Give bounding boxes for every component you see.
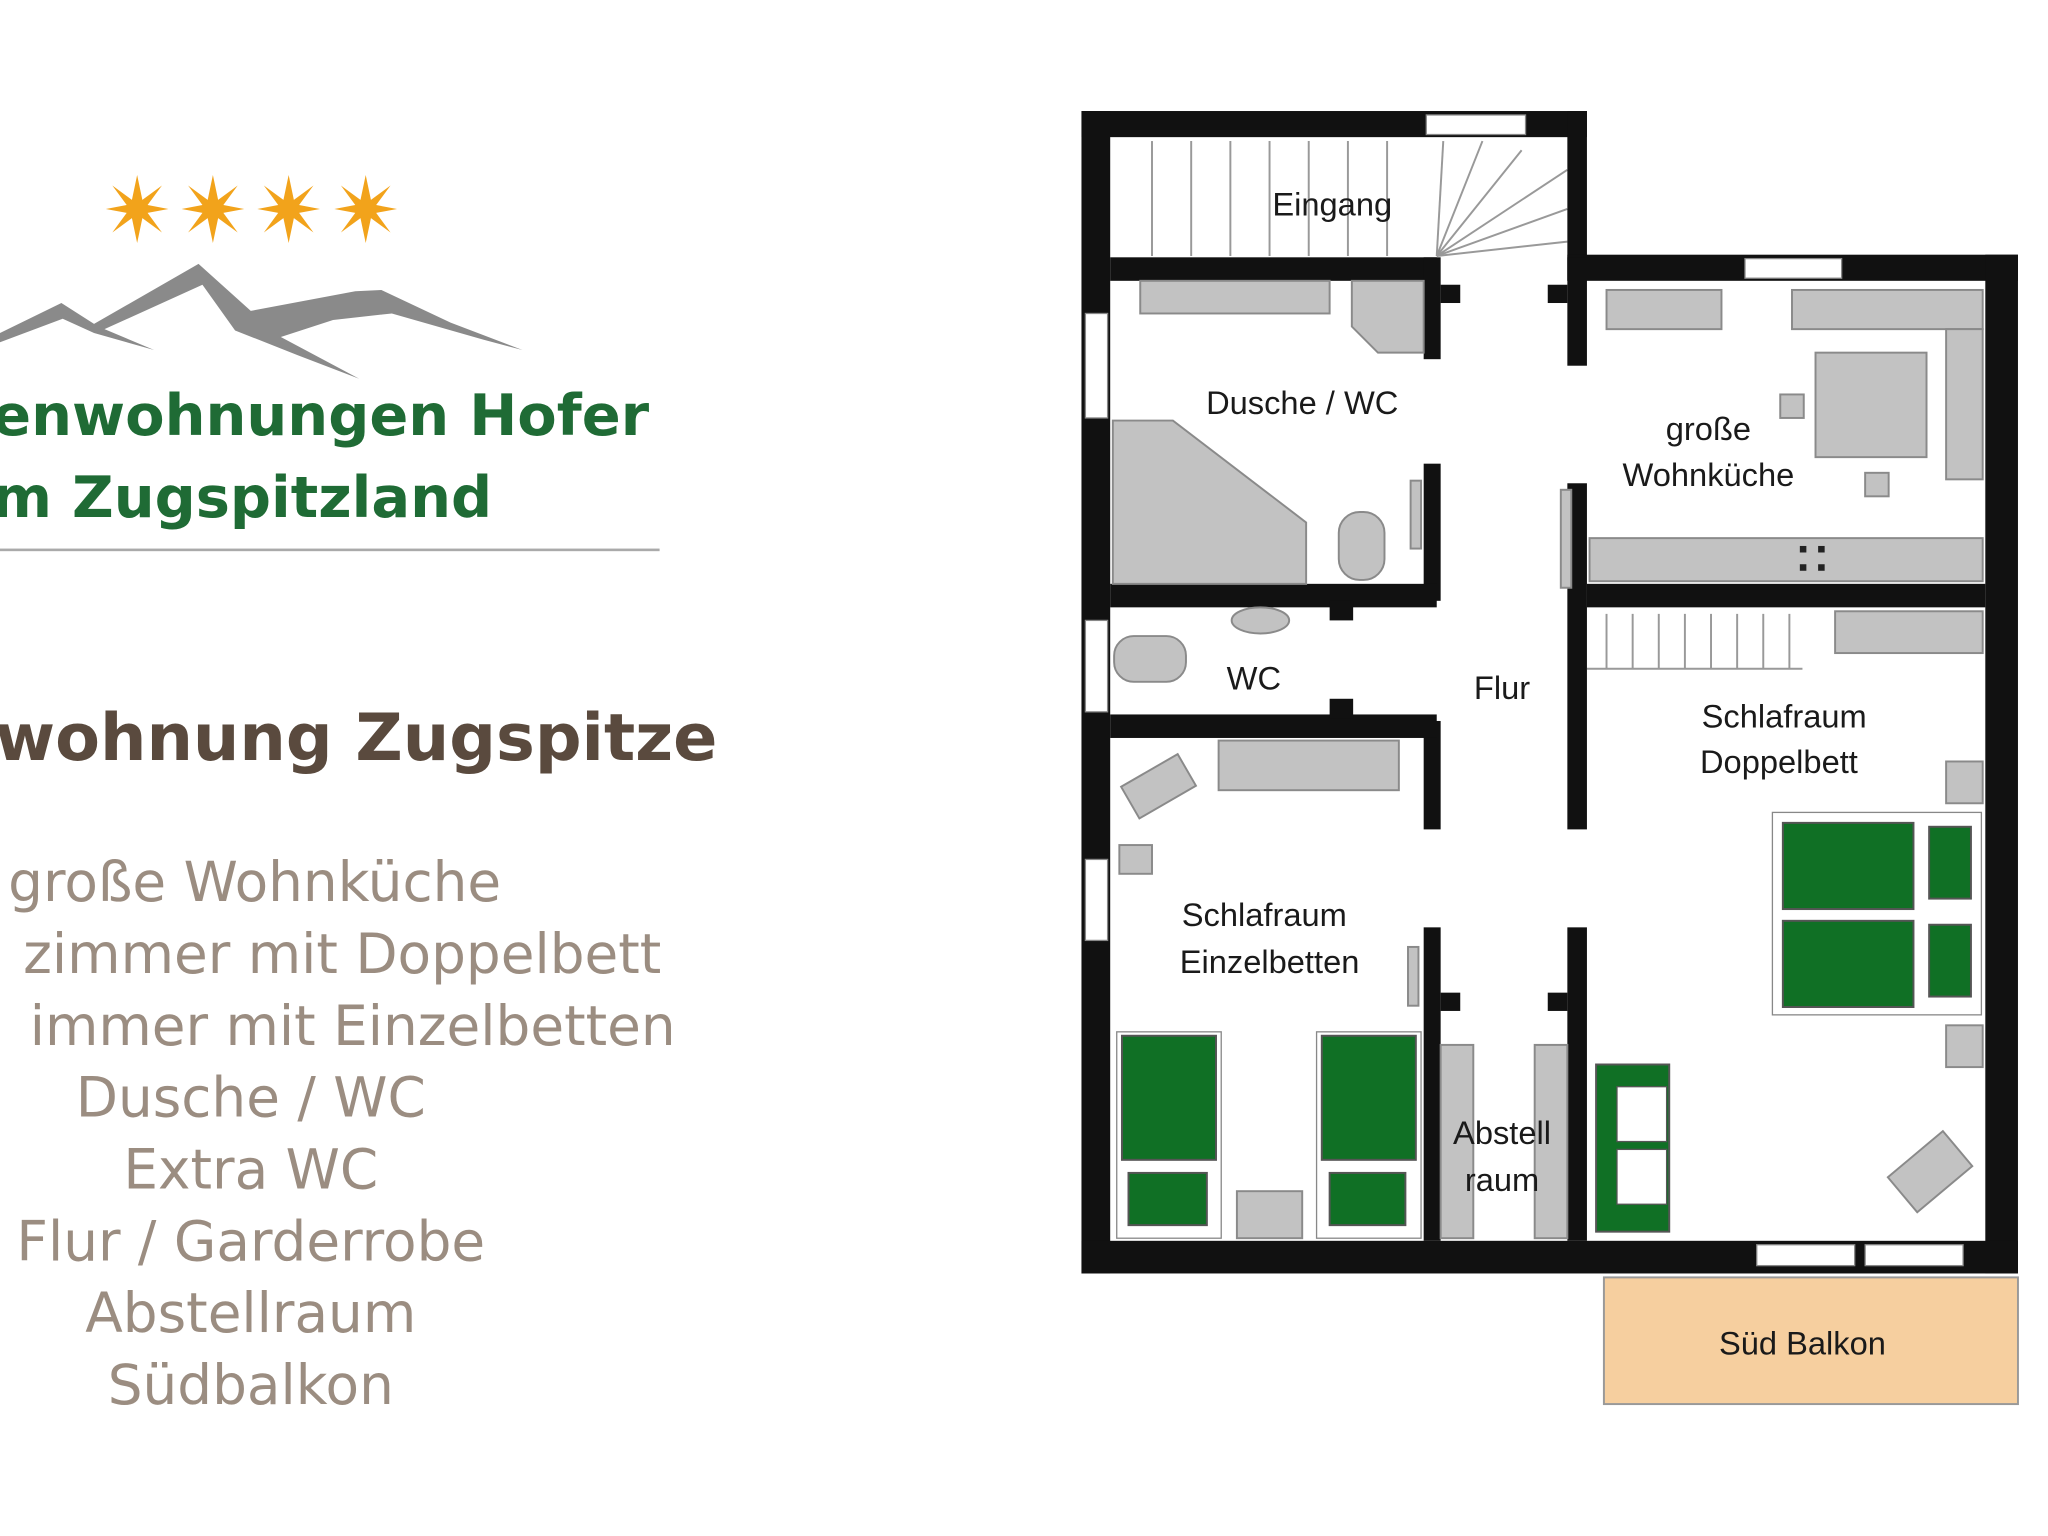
logo: enwohnungen Hofer m Zugspitzland bbox=[0, 175, 660, 552]
feature-item: Flur / Garderrobe bbox=[16, 1209, 485, 1273]
star-icon bbox=[334, 175, 398, 243]
room-label-single-bedroom: Einzelbetten bbox=[1180, 943, 1360, 980]
feature-item: Extra WC bbox=[123, 1138, 378, 1202]
room-label-wc: WC bbox=[1227, 660, 1281, 697]
star-icon bbox=[181, 175, 245, 243]
furniture bbox=[1111, 279, 1984, 1240]
kitchen-stove-icon bbox=[1799, 545, 1825, 571]
mountains-icon bbox=[0, 263, 523, 379]
windows bbox=[1084, 114, 1964, 1267]
room-label-kitchen: Wohnküche bbox=[1623, 456, 1795, 493]
beds bbox=[1116, 811, 1983, 1239]
room-label-balcony: Süd Balkon bbox=[1719, 1324, 1886, 1361]
room-label-kitchen: große bbox=[1666, 410, 1751, 447]
staircase bbox=[1151, 140, 1803, 670]
room-label-double-bedroom: Schlafraum bbox=[1702, 698, 1867, 735]
room-label-entrance: Eingang bbox=[1272, 186, 1392, 223]
feature-item: Abstellraum bbox=[85, 1281, 416, 1345]
room-label-shower: Dusche / WC bbox=[1206, 384, 1398, 421]
room-label-single-bedroom: Schlafraum bbox=[1182, 896, 1347, 933]
star-icon bbox=[257, 175, 320, 243]
feature-item: immer mit Einzelbetten bbox=[30, 994, 676, 1058]
logo-line-1: enwohnungen Hofer bbox=[0, 382, 650, 449]
room-label-double-bedroom: Doppelbett bbox=[1700, 743, 1858, 780]
balcony bbox=[1602, 1276, 2019, 1406]
rating-stars bbox=[105, 175, 398, 243]
star-icon bbox=[105, 175, 169, 243]
feature-item: große Wohnküche bbox=[8, 850, 501, 914]
feature-item: zimmer mit Doppelbett bbox=[23, 922, 661, 986]
logo-line-2: m Zugspitzland bbox=[0, 464, 492, 531]
floor-plan: Eingang Dusche / WC große Wohnküche WC F… bbox=[1081, 111, 2019, 1406]
apartment-title: wohnung Zugspitze bbox=[0, 700, 717, 776]
room-label-storage: Abstell bbox=[1453, 1114, 1551, 1151]
logo-divider bbox=[0, 548, 660, 552]
feature-item: Dusche / WC bbox=[76, 1066, 426, 1130]
feature-list: große Wohnküche zimmer mit Doppelbett im… bbox=[8, 850, 675, 1417]
room-label-hall: Flur bbox=[1474, 669, 1530, 706]
room-label-storage: raum bbox=[1465, 1161, 1539, 1198]
feature-item: Südbalkon bbox=[108, 1353, 394, 1417]
